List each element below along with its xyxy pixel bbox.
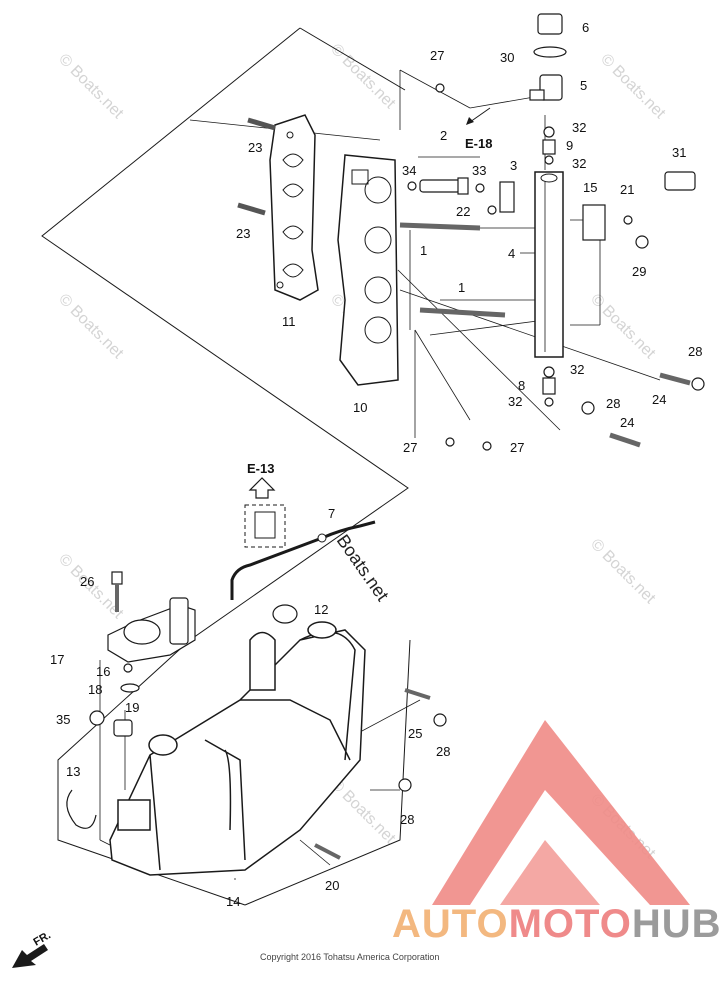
front-label: FR.: [32, 929, 53, 948]
callout-27: 27: [430, 48, 444, 63]
svg-text:AUTOMOTOHUB: AUTOMOTOHUB: [392, 902, 722, 946]
callout-33: 33: [472, 163, 486, 178]
brand-logo: AUTOMOTOHUB: [392, 720, 722, 946]
callout-28: 28: [606, 396, 620, 411]
callout-25: 25: [408, 726, 422, 741]
callout-labels: 1 1 2 3 4 5 6 7 8 9 10 11 12 13 14 15 16…: [50, 20, 702, 909]
fuel-rail-part-4: [534, 171, 564, 358]
callout-30: 30: [500, 50, 514, 65]
callout-32: 32: [572, 120, 586, 135]
callout-9: 9: [566, 138, 573, 153]
callout-24: 24: [652, 392, 666, 407]
watermark: © Boats.net: [587, 291, 659, 363]
callout-21: 21: [620, 182, 634, 197]
watermark: © Boats.net: [597, 51, 669, 123]
gasket-part-11: [269, 114, 319, 301]
watermark: © Boats.net: [327, 41, 399, 113]
callout-16: 16: [96, 664, 110, 679]
ref-e13: E-13: [247, 461, 274, 476]
hose-clamp: [317, 533, 327, 543]
main-watermark: Boats.net: [333, 531, 393, 605]
callout-5: 5: [580, 78, 587, 93]
callout-12: 12: [314, 602, 328, 617]
callout-2: 2: [440, 128, 447, 143]
callout-11: 11: [282, 314, 296, 329]
brand-auto: AUTO: [392, 902, 509, 946]
callout-35: 35: [56, 712, 70, 727]
bottom-hardware: [66, 571, 447, 860]
callout-28: 28: [400, 812, 414, 827]
callout-10: 10: [353, 400, 367, 415]
callout-13: 13: [66, 764, 80, 779]
brand-hub: HUB: [632, 902, 722, 946]
callout-31: 31: [672, 145, 686, 160]
copyright-text: Copyright 2016 Tohatsu America Corporati…: [260, 952, 439, 962]
callout-22: 22: [456, 204, 470, 219]
ref-e18: E-18: [465, 136, 492, 151]
callout-4: 4: [508, 246, 515, 261]
callout-14: 14: [226, 894, 240, 909]
stud-24: [609, 372, 691, 448]
callout-27: 27: [403, 440, 417, 455]
callout-32: 32: [572, 156, 586, 171]
pressure-regulator-part-5: [529, 13, 567, 101]
callout-23: 23: [236, 226, 250, 241]
throttle-part-17: [107, 597, 196, 663]
callout-29: 29: [632, 264, 646, 279]
watermark: © Boats.net: [587, 536, 659, 608]
e13-reference-box: [244, 477, 286, 548]
callout-24: 24: [620, 415, 634, 430]
front-direction-marker: FR.: [12, 929, 53, 968]
callout-34: 34: [402, 163, 416, 178]
callout-3: 3: [510, 158, 517, 173]
watermark: © Boats.net: [55, 291, 127, 363]
injector-part-2: [419, 177, 469, 195]
bolt-part-1: [399, 222, 506, 318]
callout-17: 17: [50, 652, 64, 667]
callout-28: 28: [688, 344, 702, 359]
intake-manifold-part-14: [109, 621, 366, 876]
intake-port-part-10: [337, 154, 399, 386]
hose-part-7: [230, 520, 376, 600]
callout-1: 1: [420, 243, 427, 258]
callout-26: 26: [80, 574, 94, 589]
callout-32: 32: [508, 394, 522, 409]
callout-6: 6: [582, 20, 589, 35]
callout-19: 19: [125, 700, 139, 715]
callout-8: 8: [518, 378, 525, 393]
callout-32: 32: [570, 362, 584, 377]
watermark: © Boats.net: [55, 51, 127, 123]
bracket-part-15: [582, 171, 696, 241]
small-hardware: [407, 83, 705, 451]
callout-28: 28: [436, 744, 450, 759]
callout-18: 18: [88, 682, 102, 697]
callout-23: 23: [248, 140, 262, 155]
callout-27: 27: [510, 440, 524, 455]
stud-23: [237, 117, 276, 216]
callout-7: 7: [328, 506, 335, 521]
leader-lines: [99, 69, 661, 880]
callout-15: 15: [583, 180, 597, 195]
brand-moto: MOTO: [509, 902, 632, 946]
callout-20: 20: [325, 878, 339, 893]
callout-1: 1: [458, 280, 465, 295]
